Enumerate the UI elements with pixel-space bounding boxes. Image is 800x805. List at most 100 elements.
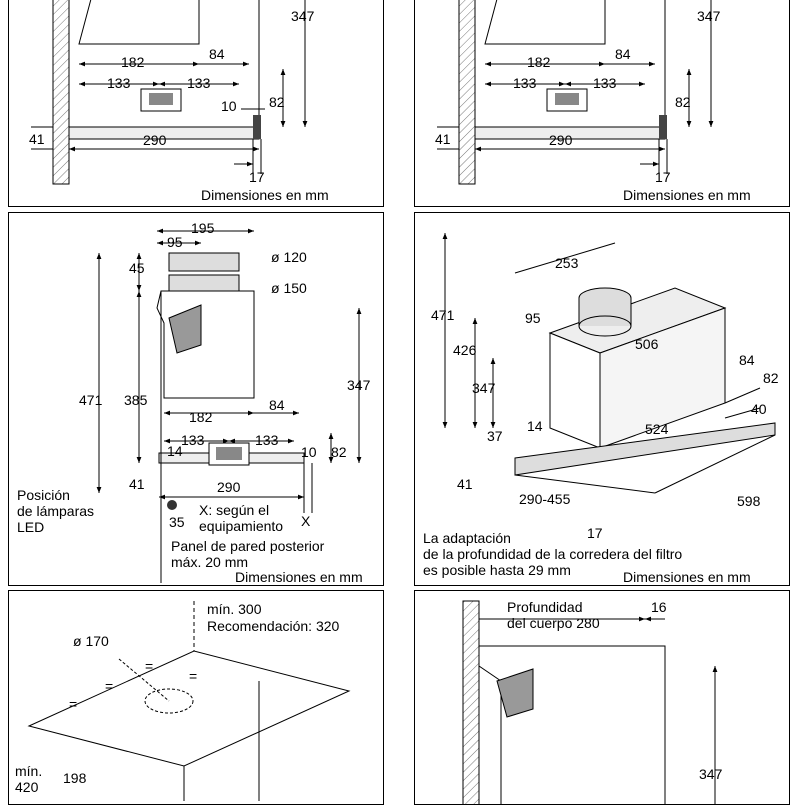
dim-line-253 <box>514 242 616 274</box>
dim-label-x: X <box>301 513 311 529</box>
dim-label-133a: 133 <box>513 75 537 91</box>
dim-label-347: 347 <box>472 380 496 396</box>
dim-label-95: 95 <box>525 310 541 326</box>
dim-label-598: 598 <box>737 493 761 509</box>
eq-mark-3: = <box>69 696 77 712</box>
dim-label-45: 45 <box>129 260 145 276</box>
x-note-line1: X: según el <box>199 502 269 518</box>
panel-side-view-1: 347 182 84 133 133 10 82 41 290 17 Dimen… <box>8 0 384 207</box>
dim-label-198: 198 <box>63 770 87 786</box>
depth-label-line1: Profundidad <box>507 599 583 615</box>
panel-body-depth: Profundidad del cuerpo 280 16 347 <box>414 590 790 805</box>
dim-label-17: 17 <box>655 169 671 185</box>
panel-isometric-view: 253 471 95 426 506 347 84 82 40 14 37 52… <box>414 212 790 586</box>
dim-label-471: 471 <box>79 392 103 408</box>
dim-label-133a: 133 <box>181 432 205 448</box>
panel-installation-cutout: mín. 300 Recomendación: 320 ø 170 = = = … <box>8 590 384 805</box>
dim-label-35: 35 <box>169 514 185 530</box>
led-position-marker <box>167 500 177 510</box>
wall <box>462 600 480 804</box>
note-line3: es posible hasta 29 mm <box>423 562 571 578</box>
drawing-installation-cutout: mín. 300 Recomendación: 320 ø 170 = = = … <box>15 601 351 801</box>
drawing-side-view-2: 347 182 84 133 133 82 41 290 17 Dimensio… <box>435 0 751 203</box>
dim-label-506: 506 <box>635 336 659 352</box>
dim-label-182: 182 <box>189 409 213 425</box>
dim-label-290: 290 <box>549 132 573 148</box>
dim-line-84 <box>724 387 761 404</box>
dim-label-133b: 133 <box>187 75 211 91</box>
dim-label-min: mín. <box>15 763 42 779</box>
dim-label-182: 182 <box>527 54 551 70</box>
caption: Dimensiones en mm <box>623 187 751 203</box>
dim-label-420: 420 <box>15 779 39 795</box>
caption: Dimensiones en mm <box>623 569 751 585</box>
x-note-line2: equipamiento <box>199 518 283 534</box>
dim-label-41: 41 <box>457 476 473 492</box>
wall-note-line2: máx. 20 mm <box>171 554 248 570</box>
led-label-line2: de lámparas <box>17 503 94 519</box>
dim-label-290: 290 <box>143 132 167 148</box>
fan-grille <box>149 93 173 105</box>
led-label-line1: Posición <box>17 487 70 503</box>
dim-label-253: 253 <box>555 255 579 271</box>
dim-label-17: 17 <box>249 169 265 185</box>
dim-label-dia120: ø 120 <box>271 249 307 265</box>
eq-mark-1: = <box>145 658 153 674</box>
note-line2: de la profundidad de la corredera del fi… <box>423 546 682 562</box>
dim-label-290: 290 <box>217 479 241 495</box>
dim-label-41: 41 <box>29 131 45 147</box>
dim-label-524: 524 <box>645 421 669 437</box>
dim-label-133b: 133 <box>593 75 617 91</box>
hood-handle <box>168 304 202 354</box>
dim-label-41: 41 <box>435 131 451 147</box>
dim-label-14: 14 <box>527 418 543 434</box>
duct-hole <box>144 688 194 714</box>
dim-label-14: 14 <box>167 443 183 459</box>
dim-label-16: 16 <box>651 599 667 615</box>
panel-side-view-2: 347 182 84 133 133 82 41 290 17 Dimensio… <box>414 0 790 207</box>
drawing-body-depth: Profundidad del cuerpo 280 16 347 <box>462 599 723 804</box>
dim-label-290-455: 290-455 <box>519 491 571 507</box>
fan-grille <box>555 93 579 105</box>
dim-label-426: 426 <box>453 342 477 358</box>
dim-label-37: 37 <box>487 428 503 444</box>
dim-label-rec320: Recomendación: 320 <box>207 618 340 634</box>
dim-label-40: 40 <box>751 401 767 417</box>
dim-label-95: 95 <box>167 234 183 250</box>
drawing-side-view-1: 347 182 84 133 133 10 82 41 290 17 Dimen… <box>29 0 329 203</box>
eq-mark-4: = <box>189 668 197 684</box>
dim-label-10: 10 <box>221 98 237 114</box>
duct-connector-150 <box>168 274 240 292</box>
duct-connector-120 <box>168 252 240 272</box>
dim-line-82 <box>724 407 761 419</box>
dim-label-471: 471 <box>431 307 455 323</box>
dim-label-41: 41 <box>129 476 145 492</box>
wall <box>52 0 70 185</box>
dim-label-82: 82 <box>675 94 691 110</box>
fan-grille <box>216 447 242 460</box>
dim-label-347: 347 <box>699 766 723 782</box>
dim-label-82: 82 <box>269 94 285 110</box>
dim-label-84: 84 <box>739 352 755 368</box>
caption: Dimensiones en mm <box>201 187 329 203</box>
dim-label-347: 347 <box>347 377 371 393</box>
dim-line-598 <box>654 434 776 494</box>
eq-mark-2: = <box>105 678 113 694</box>
leader-dia170 <box>118 658 170 702</box>
dim-label-82: 82 <box>331 444 347 460</box>
caption: Dimensiones en mm <box>235 569 363 585</box>
dim-label-10: 10 <box>301 444 317 460</box>
front-lip <box>659 115 667 139</box>
dim-label-133a: 133 <box>107 75 131 91</box>
drawing-isometric-view: 253 471 95 426 506 347 84 82 40 14 37 52… <box>423 233 779 585</box>
dim-label-84: 84 <box>615 46 631 62</box>
dim-label-dia170: ø 170 <box>73 633 109 649</box>
panel-side-view-led: 195 95 45 ø 120 ø 150 471 385 347 182 84… <box>8 212 384 586</box>
dim-label-84: 84 <box>269 397 285 413</box>
dim-label-min300: mín. 300 <box>207 601 262 617</box>
dim-label-dia150: ø 150 <box>271 280 307 296</box>
dim-line-290-455 <box>514 474 656 494</box>
dim-label-82: 82 <box>763 370 779 386</box>
front-lip <box>253 115 261 139</box>
dim-label-17: 17 <box>587 525 603 541</box>
